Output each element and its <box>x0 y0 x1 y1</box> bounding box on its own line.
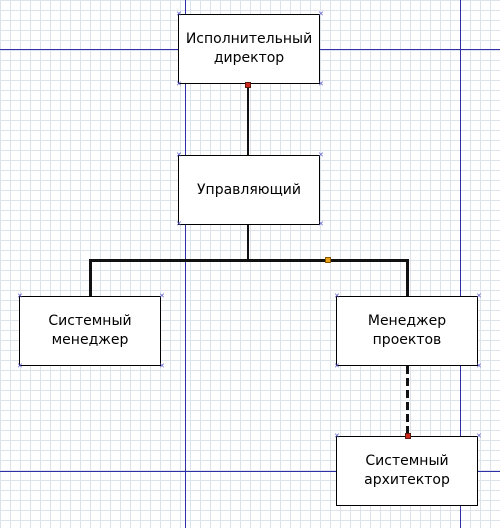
connection-point-icon: ✕ <box>318 151 324 159</box>
node-system-manager[interactable]: Системный менеджер <box>19 296 161 366</box>
connection-point-icon: ✕ <box>159 362 165 370</box>
connector-branch-project-manager[interactable] <box>406 259 409 296</box>
connection-point-icon: ✕ <box>176 220 182 228</box>
connector-branch-system-manager[interactable] <box>89 259 92 296</box>
connection-point-icon: ✕ <box>318 10 324 18</box>
node-label: Системный архитектор <box>364 453 450 488</box>
connection-anchor-red[interactable] <box>245 82 251 88</box>
guide-line-horizontal <box>0 471 500 472</box>
connection-point-icon: ✕ <box>476 432 482 440</box>
connector-director-manager[interactable] <box>247 84 249 155</box>
node-label: Исполнительный директор <box>185 31 313 66</box>
guide-line-vertical <box>185 0 186 528</box>
connection-point-icon: ✕ <box>334 292 340 300</box>
guide-line-vertical <box>460 0 461 528</box>
node-label: Управляющий <box>197 181 301 198</box>
node-manager[interactable]: Управляющий <box>178 155 320 225</box>
connection-point-icon: ✕ <box>176 80 182 88</box>
connection-anchor-red[interactable] <box>405 433 411 439</box>
connection-point-icon: ✕ <box>318 80 324 88</box>
connection-point-icon: ✕ <box>334 432 340 440</box>
node-executive-director[interactable]: Исполнительный директор <box>178 14 320 84</box>
connection-point-icon: ✕ <box>318 220 324 228</box>
connection-point-icon: ✕ <box>159 292 165 300</box>
connection-point-icon: ✕ <box>176 151 182 159</box>
connector-project-manager-architect[interactable] <box>406 366 409 436</box>
connection-point-icon: ✕ <box>17 362 23 370</box>
connection-point-icon: ✕ <box>334 362 340 370</box>
node-label: Менеджер проектов <box>367 313 447 348</box>
connection-point-icon: ✕ <box>476 362 482 370</box>
connector-manager-trunk[interactable] <box>247 224 249 261</box>
connector-horizontal-branch[interactable] <box>89 259 409 262</box>
connection-point-icon: ✕ <box>476 292 482 300</box>
connection-anchor-amber[interactable] <box>325 257 331 263</box>
connection-point-icon: ✕ <box>17 292 23 300</box>
node-label: Системный менеджер <box>48 313 132 348</box>
node-project-manager[interactable]: Менеджер проектов <box>336 296 478 366</box>
node-system-architect[interactable]: Системный архитектор <box>336 436 478 506</box>
connection-point-icon: ✕ <box>176 10 182 18</box>
